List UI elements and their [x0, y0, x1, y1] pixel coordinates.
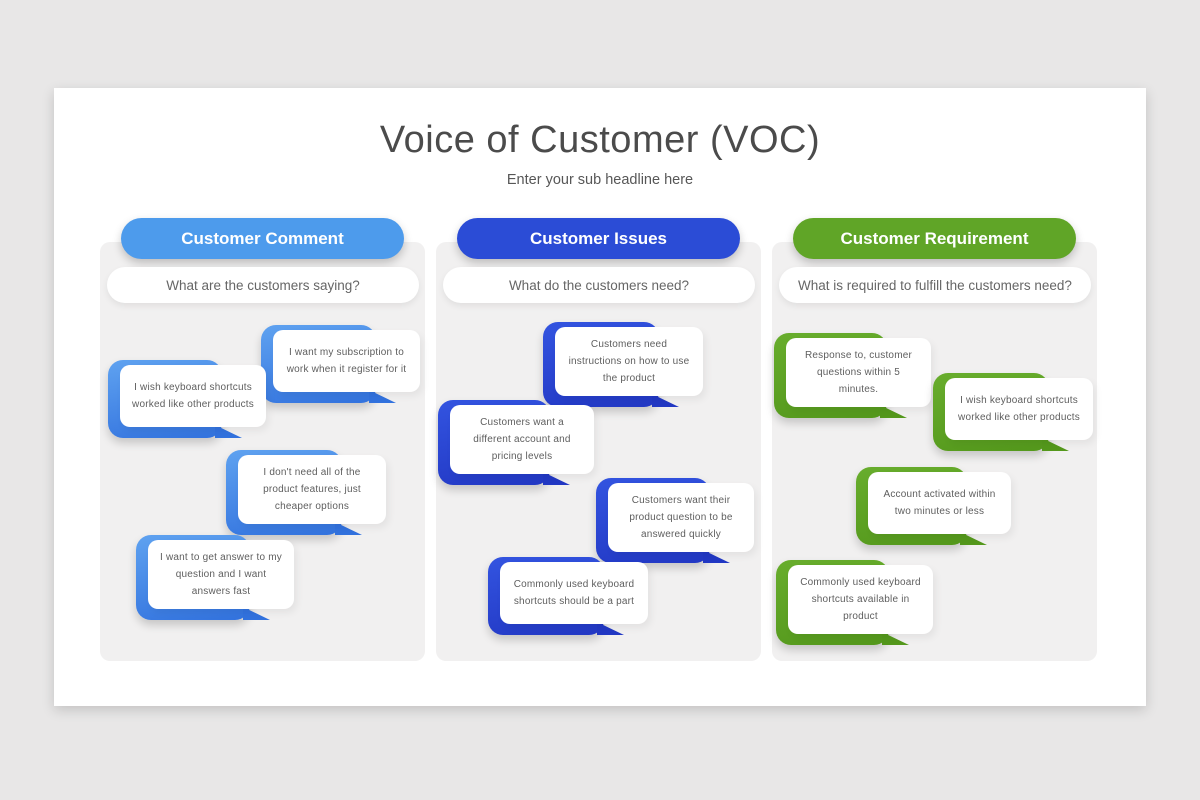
voc-card: Customers need instructions on how to us…	[543, 322, 703, 407]
card-text: Customers want their product question to…	[608, 483, 754, 552]
card-text: I wish keyboard shortcuts worked like ot…	[120, 365, 266, 427]
voc-card: Commonly used keyboard shortcuts should …	[488, 557, 648, 635]
slide: Voice of Customer (VOC) Enter your sub h…	[54, 88, 1146, 706]
card-text: Commonly used keyboard shortcuts availab…	[788, 565, 933, 634]
voc-card: Commonly used keyboard shortcuts availab…	[776, 560, 933, 645]
voc-card: Customers want their product question to…	[596, 478, 754, 563]
column-header-pill: Customer Issues	[457, 218, 740, 259]
card-text: Customers want a different account and p…	[450, 405, 594, 474]
column-question: What do the customers need?	[443, 267, 755, 303]
voc-card: I wish keyboard shortcuts worked like ot…	[933, 373, 1093, 451]
column-question: What is required to fulfill the customer…	[779, 267, 1091, 303]
card-text: I want my subscription to work when it r…	[273, 330, 420, 392]
card-text: I want to get answer to my question and …	[148, 540, 294, 609]
card-text: I wish keyboard shortcuts worked like ot…	[945, 378, 1093, 440]
voc-card: Customers want a different account and p…	[438, 400, 594, 485]
card-text: Response to, customer questions within 5…	[786, 338, 931, 407]
column-customer-requirement: Customer Requirement What is required to…	[772, 218, 1097, 661]
column-customer-comment: Customer Comment What are the customers …	[100, 218, 425, 661]
column-customer-issues: Customer Issues What do the customers ne…	[436, 218, 761, 661]
voc-card: I don't need all of the product features…	[226, 450, 386, 535]
card-text: Account activated within two minutes or …	[868, 472, 1011, 534]
voc-card: I want my subscription to work when it r…	[261, 325, 420, 403]
column-header-pill: Customer Comment	[121, 218, 404, 259]
column-question: What are the customers saying?	[107, 267, 419, 303]
card-text: Commonly used keyboard shortcuts should …	[500, 562, 648, 624]
voc-card: I want to get answer to my question and …	[136, 535, 294, 620]
column-header-pill: Customer Requirement	[793, 218, 1076, 259]
card-text: I don't need all of the product features…	[238, 455, 386, 524]
voc-card: I wish keyboard shortcuts worked like ot…	[108, 360, 266, 438]
card-text: Customers need instructions on how to us…	[555, 327, 703, 396]
slide-title: Voice of Customer (VOC)	[379, 119, 821, 161]
slide-subtitle: Enter your sub headline here	[506, 172, 694, 188]
voc-card: Account activated within two minutes or …	[856, 467, 1011, 545]
voc-card: Response to, customer questions within 5…	[774, 333, 931, 418]
